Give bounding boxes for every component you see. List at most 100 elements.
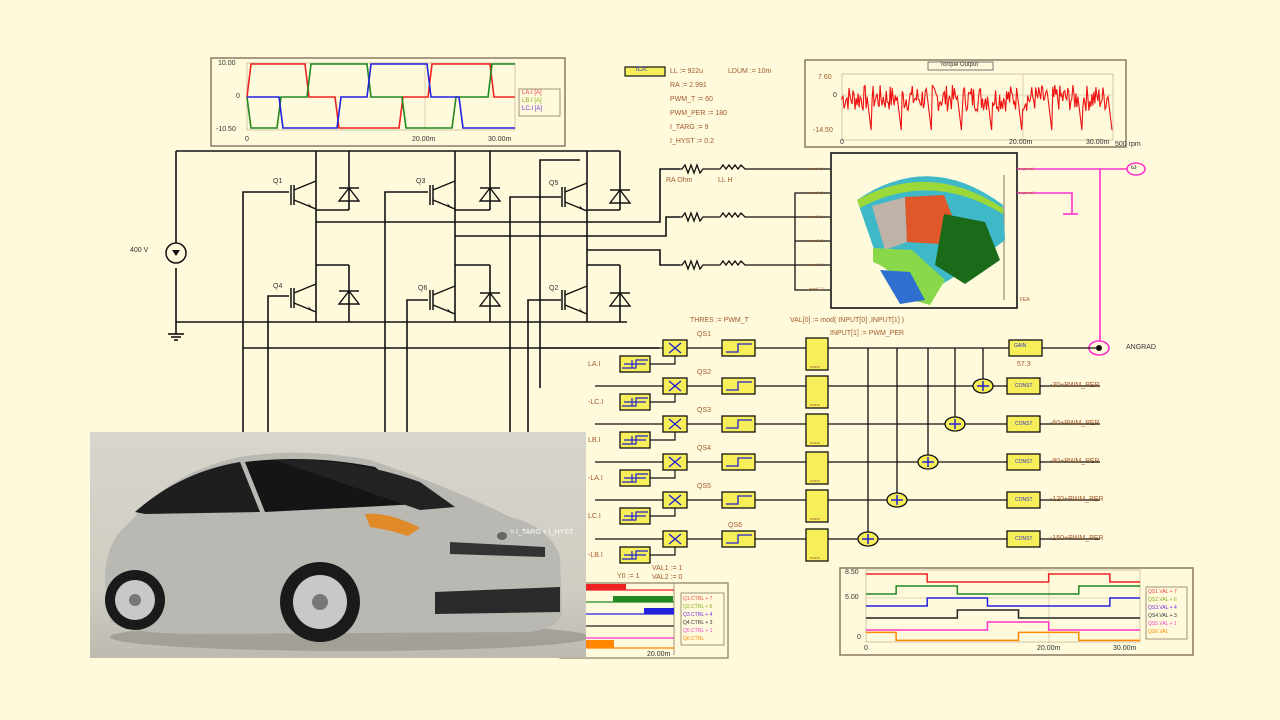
- mod-block[interactable]: [805, 337, 829, 371]
- ctrl-xtick: 20.00m: [647, 651, 671, 658]
- qs-legend-item: QS4.VAL + 3: [1148, 613, 1177, 619]
- const-block[interactable]: [1006, 415, 1041, 433]
- phase-legend-a: LA.I [A]: [522, 90, 542, 96]
- hysteresis-block[interactable]: [619, 507, 651, 525]
- gain-block[interactable]: [1008, 339, 1043, 357]
- phase-a-trace: [246, 63, 515, 129]
- car-photo: = I_TARG + I_HYST: [90, 432, 586, 658]
- mod-block-label: mans: [810, 478, 820, 483]
- ctrl-plot: [559, 582, 729, 659]
- mechanical-net: [1017, 168, 1129, 341]
- speed-source[interactable]: [1126, 162, 1146, 176]
- const-block[interactable]: [1006, 377, 1041, 395]
- ctrl-legend-item: Q2.CTRL + 6: [683, 604, 713, 610]
- diode-icon: [608, 291, 632, 307]
- const-block-label: CONST: [1015, 536, 1033, 542]
- multiplier-block[interactable]: [662, 339, 688, 357]
- comparator-qs6[interactable]: [721, 530, 756, 548]
- qs-xtick-0: 0: [864, 645, 868, 652]
- current-input-label: -LB.I: [588, 552, 603, 559]
- phase-plot-xtick-1: 20.00m: [412, 136, 436, 143]
- igbt-q5[interactable]: [561, 182, 632, 212]
- const-value-label: -30+PWM_PER: [1050, 382, 1100, 389]
- port-winda2: windA.2: [809, 190, 824, 195]
- motor-fea-image: [857, 176, 1005, 305]
- summer-block[interactable]: [886, 348, 908, 508]
- fea-motor-block[interactable]: [830, 152, 1018, 309]
- ctrl-legend-item: Q5.CTRL + 1: [683, 628, 713, 634]
- hysteresis-block[interactable]: [619, 431, 651, 449]
- const-value-label: -150+PWM_PER: [1050, 535, 1104, 542]
- parameter-block-label: ICA:: [636, 67, 648, 73]
- hysteresis-block[interactable]: [619, 469, 651, 487]
- multiplier-block[interactable]: [662, 491, 688, 509]
- multiplier-block[interactable]: [662, 453, 688, 471]
- qs-trace-5: [866, 621, 1140, 631]
- igbt-q4[interactable]: [290, 283, 361, 313]
- mod-block[interactable]: [805, 375, 829, 409]
- multiplier-block[interactable]: [662, 530, 688, 548]
- qs-legend-item: QS1.VAL + 7: [1148, 589, 1177, 595]
- switch-label-q3: Q3: [416, 178, 426, 185]
- summer-block[interactable]: [944, 348, 966, 432]
- mod-block[interactable]: [805, 489, 829, 523]
- thres-label: THRES := PWM_T: [690, 317, 749, 324]
- igbt-q6[interactable]: [429, 285, 502, 315]
- summer-block[interactable]: [917, 348, 939, 470]
- comparator-qs4[interactable]: [721, 453, 756, 471]
- torque-xtick-2: 30.00m: [1086, 139, 1110, 146]
- comparator-qs5[interactable]: [721, 491, 756, 509]
- igbt-q3[interactable]: [429, 180, 502, 210]
- port-winda1: windA.1: [809, 166, 824, 171]
- summer-block[interactable]: [972, 348, 994, 394]
- summer-block[interactable]: [857, 348, 879, 547]
- qs-ytick-bottom: 0: [857, 634, 861, 641]
- diode-icon: [337, 186, 361, 202]
- ctrl-legend-item: Q4.CTRL + 3: [683, 620, 713, 626]
- parameter-block[interactable]: [624, 66, 666, 77]
- torque-plot: [804, 59, 1127, 148]
- hysteresis-block[interactable]: [619, 393, 651, 411]
- comparator-qs1[interactable]: [721, 339, 756, 357]
- qs-ytick-top: 8.50: [845, 569, 859, 576]
- hysteresis-block[interactable]: [619, 355, 651, 373]
- const-block-label: CONST: [1015, 383, 1033, 389]
- y0-label: Y0 := 1: [617, 573, 640, 580]
- param-i-hyst: I_HYST := 0.2: [670, 138, 715, 145]
- comparator-qs2[interactable]: [721, 377, 756, 395]
- qs-legend-item: QS5.VAL + 1: [1148, 621, 1177, 627]
- param-pwm-t: PWM_T := 60: [670, 96, 713, 103]
- port-windb2: windB.2: [809, 238, 824, 243]
- port-degrees1: degrees1: [1018, 166, 1035, 171]
- param-ll: LL := 922u: [670, 68, 704, 75]
- angle-sensor[interactable]: [1088, 340, 1110, 356]
- diode-icon: [608, 188, 632, 204]
- phase-b-trace: [246, 63, 515, 129]
- multiplier-block[interactable]: [662, 415, 688, 433]
- igbt-switches: [290, 180, 632, 315]
- gain-value: 57.3: [1017, 361, 1031, 368]
- qs-trace-6: [866, 631, 1140, 642]
- current-input-label: -LC.I: [588, 399, 604, 406]
- multiplier-block[interactable]: [662, 377, 688, 395]
- switch-label-q2: Q2: [549, 285, 559, 292]
- switch-label-q5: Q5: [549, 180, 559, 187]
- port-windc1: windC.1: [809, 262, 824, 267]
- const-block[interactable]: [1006, 530, 1041, 548]
- const-block-label: CONST: [1015, 497, 1033, 503]
- mod-block[interactable]: [805, 528, 829, 562]
- torque-xtick-1: 20.00m: [1009, 139, 1033, 146]
- const-block[interactable]: [1006, 491, 1041, 509]
- hysteresis-block[interactable]: [619, 546, 651, 564]
- igbt-q2[interactable]: [561, 285, 632, 315]
- dc-voltage-source[interactable]: [165, 242, 187, 264]
- mod-block[interactable]: [805, 413, 829, 447]
- phase-c-trace: [247, 63, 515, 129]
- qs-xtick-2: 30.00m: [1113, 645, 1137, 652]
- comparator-qs3[interactable]: [721, 415, 756, 433]
- igbt-q1[interactable]: [290, 180, 361, 210]
- mod-block[interactable]: [805, 451, 829, 485]
- const-block[interactable]: [1006, 453, 1041, 471]
- qs-xtick-1: 20.00m: [1037, 645, 1061, 652]
- ctrl-legend-item: Q6.CTRL: [683, 636, 705, 642]
